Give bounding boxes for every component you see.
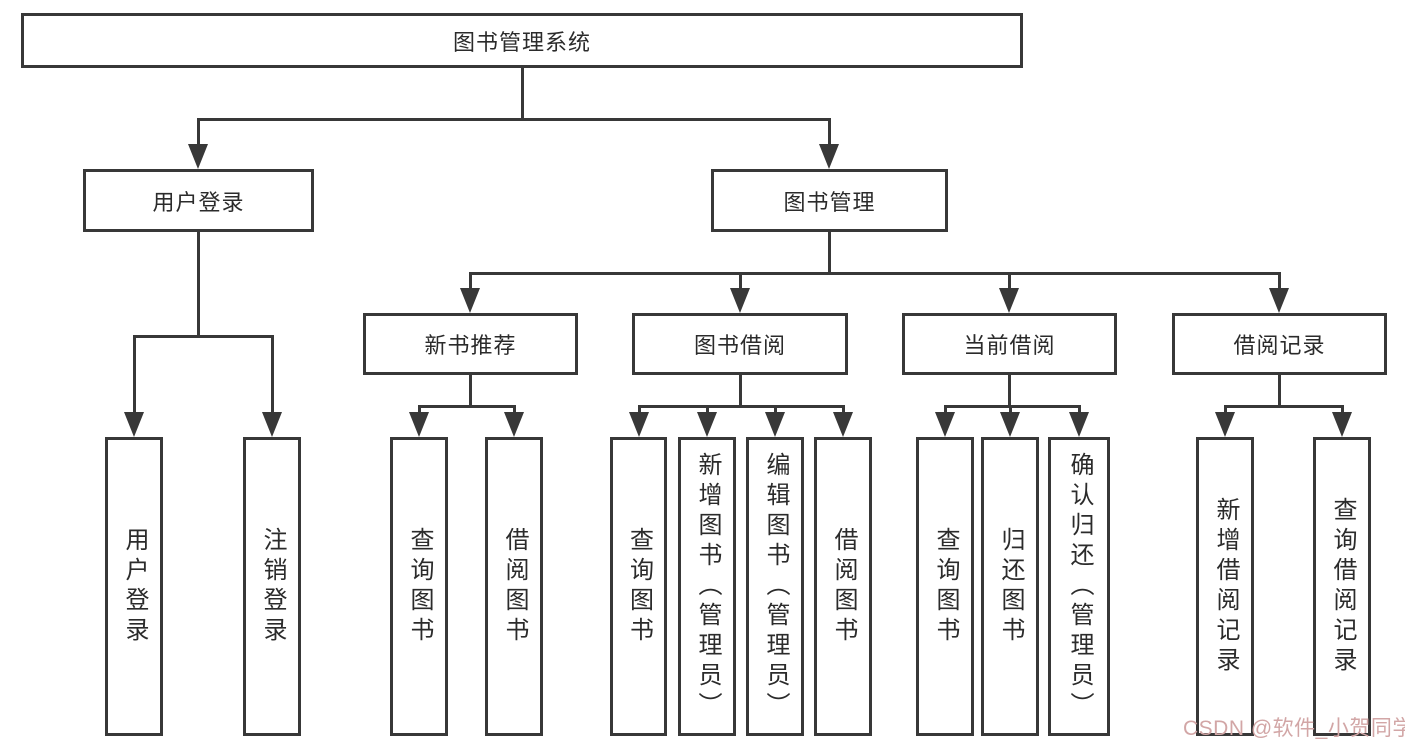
- connector-br-stub-1: [1224, 405, 1227, 415]
- leaf-cb-query-books: 查询图书: [916, 437, 974, 736]
- arrow-down-icon: [935, 412, 955, 437]
- arrow-down-icon: [262, 412, 282, 437]
- connector-cb-trunk: [1008, 375, 1011, 407]
- connector-bb-trunk: [739, 375, 742, 407]
- leaf-user-login-label: 用户登录: [121, 526, 148, 647]
- connector-drop-leaf-user-login: [133, 335, 136, 413]
- leaf-bb-add-books-admin-label: 新增图书（管理员）: [694, 451, 721, 722]
- node-book-borrow-label: 图书借阅: [693, 333, 786, 358]
- arrow-down-icon: [765, 412, 785, 437]
- connector-level3-rail: [469, 272, 1281, 275]
- node-root-label: 图书管理系统: [452, 29, 591, 55]
- leaf-cb-query-books-label: 查询图书: [932, 526, 959, 647]
- connector-level2-rail: [197, 118, 831, 121]
- arrow-down-icon: [730, 288, 750, 313]
- arrow-down-icon: [819, 144, 839, 169]
- arrow-down-icon: [1069, 412, 1089, 437]
- connector-cb-rail: [944, 405, 1081, 408]
- watermark: CSDN @软件_小贺同学: [1183, 717, 1405, 740]
- connector-root-trunk: [521, 68, 524, 120]
- leaf-logout: 注销登录: [243, 437, 301, 736]
- node-user-login: 用户登录: [83, 169, 314, 232]
- connector-bb-stub-2: [706, 405, 709, 415]
- arrow-down-icon: [409, 412, 429, 437]
- leaf-bb-edit-books-admin: 编辑图书（管理员）: [746, 437, 804, 736]
- connector-bb-rail: [638, 405, 845, 408]
- node-borrow-records: 借阅记录: [1172, 313, 1387, 375]
- connector-cb-stub-3: [1078, 405, 1081, 415]
- node-new-book-recommend: 新书推荐: [363, 313, 578, 375]
- node-current-borrow-label: 当前借阅: [963, 333, 1056, 358]
- leaf-br-query-record-label: 查询借阅记录: [1329, 496, 1356, 677]
- connector-drop-new-book-recommend: [469, 272, 472, 288]
- arrow-down-icon: [1269, 288, 1289, 313]
- connector-nbr-trunk: [469, 375, 472, 407]
- connector-bb-stub-3: [774, 405, 777, 415]
- node-current-borrow: 当前借阅: [902, 313, 1117, 375]
- leaf-nbr-borrow-books-label: 借阅图书: [501, 526, 528, 647]
- connector-cb-stub-2: [1009, 405, 1012, 415]
- leaf-bb-borrow-books: 借阅图书: [814, 437, 872, 736]
- arrow-down-icon: [1215, 412, 1235, 437]
- leaf-cb-confirm-return-admin-label: 确认归还（管理员）: [1066, 451, 1093, 722]
- connector-br-stub-2: [1341, 405, 1344, 415]
- connector-nbr-stub-1: [418, 405, 421, 415]
- arrow-down-icon: [504, 412, 524, 437]
- leaf-bb-borrow-books-label: 借阅图书: [830, 526, 857, 647]
- connector-nbr-rail: [418, 405, 516, 408]
- leaf-bb-edit-books-admin-label: 编辑图书（管理员）: [762, 451, 789, 722]
- connector-drop-book-borrow: [739, 272, 742, 288]
- node-user-login-label: 用户登录: [152, 189, 245, 215]
- node-book-borrow: 图书借阅: [632, 313, 848, 375]
- node-new-book-recommend-label: 新书推荐: [424, 333, 517, 358]
- connector-book-management-trunk: [828, 232, 831, 274]
- arrow-down-icon: [460, 288, 480, 313]
- leaf-bb-query-books: 查询图书: [610, 437, 667, 736]
- arrow-down-icon: [833, 412, 853, 437]
- leaf-bb-add-books-admin: 新增图书（管理员）: [678, 437, 736, 736]
- arrow-down-icon: [1000, 412, 1020, 437]
- leaf-user-login: 用户登录: [105, 437, 163, 736]
- connector-drop-user-login: [197, 118, 200, 146]
- leaf-nbr-borrow-books: 借阅图书: [485, 437, 543, 736]
- connector-nbr-stub-2: [513, 405, 516, 415]
- leaf-cb-return-books-label: 归还图书: [997, 526, 1024, 647]
- connector-user-login-rail: [133, 335, 273, 338]
- connector-drop-borrow-records: [1278, 272, 1281, 288]
- leaf-logout-label: 注销登录: [259, 526, 286, 647]
- node-book-management: 图书管理: [711, 169, 948, 232]
- connector-user-login-trunk: [197, 232, 200, 336]
- connector-br-trunk: [1278, 375, 1281, 407]
- leaf-bb-query-books-label: 查询图书: [625, 526, 653, 647]
- connector-bb-stub-1: [638, 405, 641, 415]
- connector-br-rail: [1224, 405, 1344, 408]
- connector-cb-stub-1: [944, 405, 947, 415]
- leaf-cb-confirm-return-admin: 确认归还（管理员）: [1048, 437, 1110, 736]
- leaf-br-add-record-label: 新增借阅记录: [1212, 496, 1239, 677]
- connector-drop-book-management: [828, 118, 831, 146]
- leaf-br-add-record: 新增借阅记录: [1196, 437, 1254, 736]
- node-borrow-records-label: 借阅记录: [1233, 333, 1326, 358]
- leaf-nbr-query-books-label: 查询图书: [406, 526, 433, 647]
- connector-drop-current-borrow: [1008, 272, 1011, 288]
- arrow-down-icon: [697, 412, 717, 437]
- leaf-br-query-record: 查询借阅记录: [1313, 437, 1371, 736]
- arrow-down-icon: [629, 412, 649, 437]
- node-book-management-label: 图书管理: [783, 189, 876, 215]
- connector-bb-stub-4: [842, 405, 845, 415]
- leaf-nbr-query-books: 查询图书: [390, 437, 448, 736]
- arrow-down-icon: [124, 412, 144, 437]
- leaf-cb-return-books: 归还图书: [981, 437, 1039, 736]
- arrow-down-icon: [188, 144, 208, 169]
- connector-drop-leaf-logout: [271, 335, 274, 413]
- arrow-down-icon: [999, 288, 1019, 313]
- arrow-down-icon: [1332, 412, 1352, 437]
- node-root: 图书管理系统: [21, 13, 1023, 68]
